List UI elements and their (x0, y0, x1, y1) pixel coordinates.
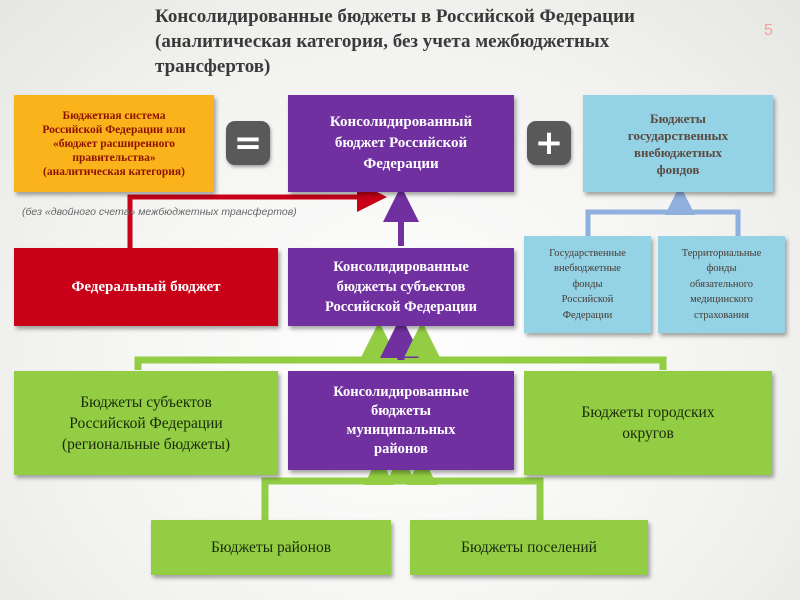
slide-title: Консолидированные бюджеты в Российской Ф… (155, 4, 745, 79)
title-line: трансфертов) (155, 56, 271, 77)
box-line: Российской Федерации (69, 414, 223, 432)
consolidated-municipal-box: Консолидированные бюджеты муниципальных … (288, 371, 514, 470)
district-budgets-box: Бюджеты районов (151, 520, 391, 575)
territorial-funds-box: Территориальные фонды обязательного меди… (658, 236, 785, 333)
level3-bracket (134, 356, 667, 370)
subject-budgets-box: Бюджеты субъектов Российской Федерации (… (14, 371, 278, 475)
box-line: внебюджетные (554, 263, 621, 275)
box-line: Бюджеты (650, 110, 706, 126)
box-line: Федеральный бюджет (71, 278, 221, 295)
box-line: Бюджеты поселений (461, 538, 597, 556)
box-line: муниципальных (346, 421, 456, 438)
box-line: фонды (572, 278, 603, 290)
consolidated-subjects-box: Консолидированные бюджеты субъектов Росс… (288, 248, 514, 326)
settlement-budgets-box: Бюджеты поселений (410, 520, 648, 575)
equals-sign: = (226, 121, 270, 165)
box-line: Бюджеты городских (581, 404, 715, 421)
offbudget-funds-box: Бюджеты государственных внебюджетных фон… (583, 95, 773, 192)
box-line: (аналитическая категория) (43, 165, 185, 178)
box-line: Бюджеты субъектов (80, 393, 212, 411)
federal-budget-box: Федеральный бюджет (14, 248, 278, 326)
box-line: правительства» (72, 151, 156, 164)
funds-bracket (585, 209, 741, 236)
plus-sign: + (527, 121, 571, 165)
box-line: Российской (561, 294, 614, 306)
box-line: бюджеты (370, 402, 432, 419)
box-line: округов (622, 425, 674, 442)
box-line: медицинского (690, 294, 753, 306)
box-line: Консолидированный (329, 114, 473, 130)
budget-system-box: Бюджетная система Российской Федерации и… (14, 95, 214, 192)
box-line: фонды (706, 263, 737, 275)
box-line: бюджеты субъектов (336, 279, 466, 295)
box-line: «бюджет расширенного (52, 137, 176, 150)
box-line: Бюджетная система (62, 109, 166, 122)
box-line: Консолидированные (333, 259, 469, 275)
box-line: обязательного (689, 278, 754, 290)
box-line: (региональные бюджеты) (61, 435, 231, 453)
box-line: Федерации (562, 309, 613, 321)
box-line: Федерации (363, 156, 439, 172)
double-count-note: (без «двойного счета» межбюджетных транс… (22, 206, 297, 218)
title-line: Консолидированные бюджеты в Российской Ф… (155, 6, 636, 27)
box-line: районов (374, 440, 428, 457)
box-line: внебюджетных (633, 144, 723, 160)
box-line: государственных (627, 127, 729, 143)
box-line: страхования (694, 309, 749, 321)
box-line: Государственные (549, 247, 626, 259)
city-districts-box: Бюджеты городских округов (524, 371, 772, 475)
box-line: Консолидированные (333, 383, 469, 400)
title-line: (аналитическая категория, без учета межб… (155, 31, 610, 52)
federal-to-consolidated-arrow (127, 182, 387, 248)
box-line: фондов (656, 161, 700, 177)
box-line: бюджет Российской (334, 135, 468, 151)
state-offbudget-funds-box: Государственные внебюджетные фонды Росси… (524, 236, 651, 333)
bottom-bracket (261, 477, 544, 520)
box-line: Территориальные (681, 247, 762, 259)
box-line: Российской Федерации или (42, 123, 186, 136)
box-line: Бюджеты районов (210, 538, 332, 556)
consolidated-rf-box: Консолидированный бюджет Российской Феде… (288, 95, 514, 192)
box-line: Российской Федерации (324, 299, 477, 315)
page-number: 5 (764, 22, 773, 39)
